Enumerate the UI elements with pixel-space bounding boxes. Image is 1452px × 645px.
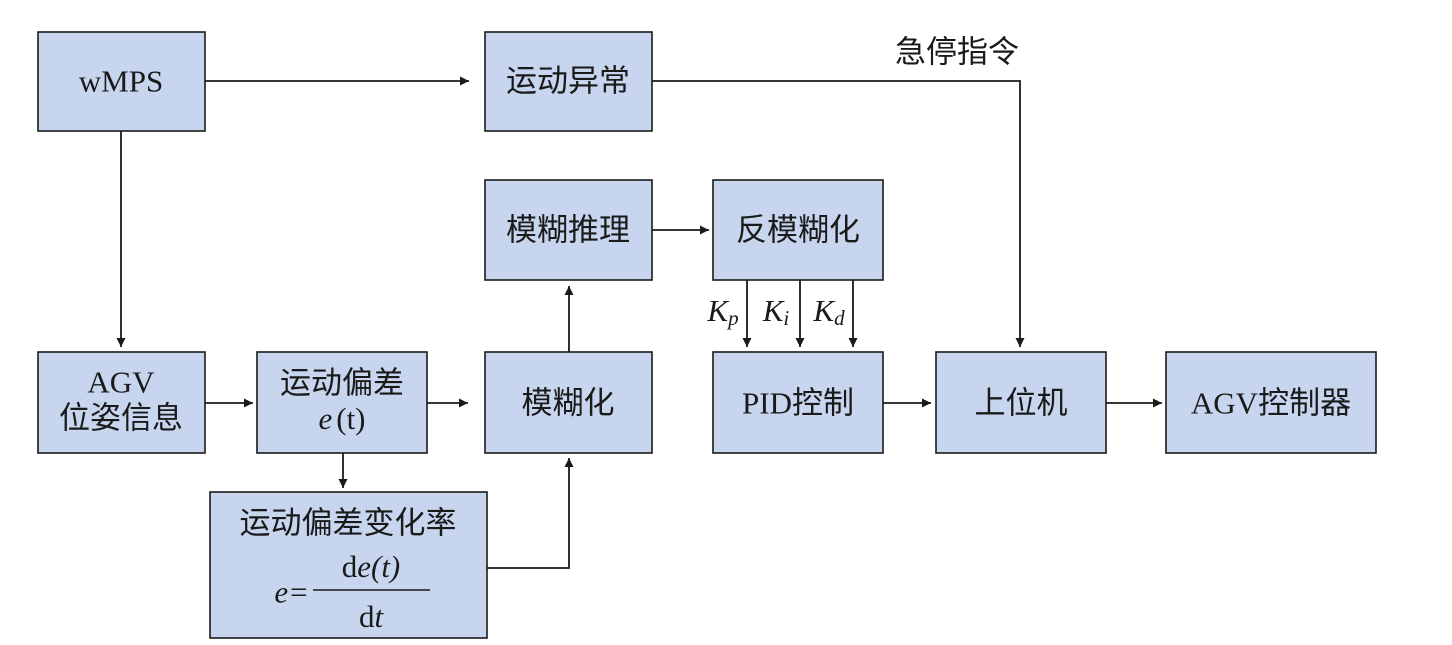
edge-anomaly-to-host (652, 80, 1025, 347)
label-agv-pose-line2: 位姿信息 (59, 401, 183, 436)
edge-rate-to-fuzzify (487, 458, 574, 569)
label-fuzzy-reasoning: 模糊推理 (506, 213, 630, 248)
label-defuzzify: 反模糊化 (736, 213, 860, 248)
label-fuzzify: 模糊化 (522, 386, 615, 421)
deviation-expr-t: (t) (336, 401, 365, 436)
label-rate-line1: 运动偏差变化率 (240, 506, 457, 541)
label-pid: PID控制 (742, 386, 854, 421)
label-kp: Kp (706, 293, 738, 331)
edges (116, 76, 1162, 569)
label-kd: Kd (812, 293, 845, 331)
rate-num-e: e (357, 549, 371, 584)
label-rate-numerator: de(t) (342, 549, 401, 584)
kp-main: K (706, 293, 730, 328)
rate-den-d: d (359, 599, 375, 634)
node-agv-pose (37, 351, 206, 454)
node-agv-controller (1165, 351, 1377, 454)
kd-sub: d (834, 306, 845, 330)
rate-num-t: (t) (371, 549, 400, 584)
node-deviation (256, 351, 428, 454)
label-wmps: wMPS (79, 64, 163, 99)
node-fuzzify (484, 351, 653, 454)
node-pid (712, 351, 884, 454)
node-wmps (37, 31, 206, 132)
node-host (935, 351, 1107, 454)
label-deviation-line1: 运动偏差 (280, 366, 404, 401)
label-rate-lhs: e= (274, 575, 309, 610)
deviation-expr-e: e (318, 401, 332, 436)
label-rate-denominator: dt (359, 599, 385, 634)
node-anomaly (484, 31, 653, 132)
label-host: 上位机 (975, 386, 1068, 421)
node-fuzzy-reasoning (484, 179, 653, 281)
ki-sub: i (783, 306, 789, 330)
label-ki: Ki (762, 293, 790, 331)
label-agv-controller: AGV控制器 (1191, 386, 1351, 421)
rate-den-t: t (374, 599, 384, 634)
kp-sub: p (726, 306, 739, 330)
node-rate (209, 491, 488, 639)
ki-main: K (762, 293, 786, 328)
node-defuzzify (712, 179, 884, 281)
label-agv-pose-line1: AGV (87, 365, 155, 400)
label-deviation-expr: e(t) (318, 401, 365, 436)
label-estop: 急停指令 (895, 35, 1019, 70)
rate-num-d: d (342, 549, 358, 584)
kd-main: K (812, 293, 836, 328)
label-anomaly: 运动异常 (506, 64, 630, 99)
